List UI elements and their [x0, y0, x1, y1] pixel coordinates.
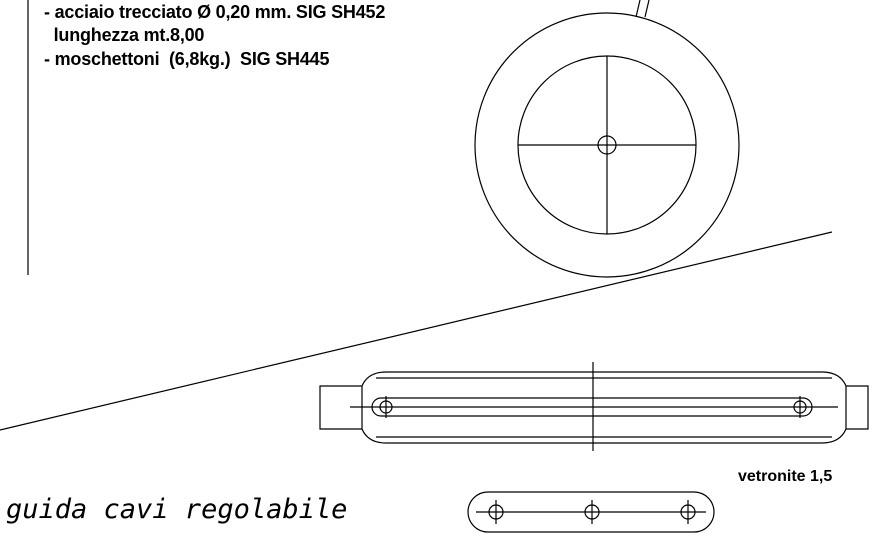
caption-adjustable-cable-guide: guida cavi regolabile [6, 494, 348, 525]
material-label: vetronite 1,5 [738, 468, 833, 485]
note-steel-cable: - acciaio trecciato Ø 0,20 mm. SIG SH452 [44, 2, 386, 22]
small-plate-outline [467, 491, 715, 533]
cable-guide-part [319, 362, 869, 451]
note-carabiners: - moschettoni (6,8kg.) SIG SH445 [44, 49, 330, 69]
cable-line-1 [635, 0, 641, 18]
cable-line-2 [644, 0, 650, 18]
incline-line [0, 231, 833, 431]
cable-guide-slot [371, 397, 813, 417]
pulley-hub-hole [597, 135, 617, 155]
pulley-outer-circle [474, 12, 740, 278]
cable-guide-outline [319, 371, 869, 444]
note-cable-length: lunghezza mt.8,00 [44, 25, 205, 45]
small-plate-part [467, 491, 715, 533]
pulley-wheel [474, 12, 740, 278]
